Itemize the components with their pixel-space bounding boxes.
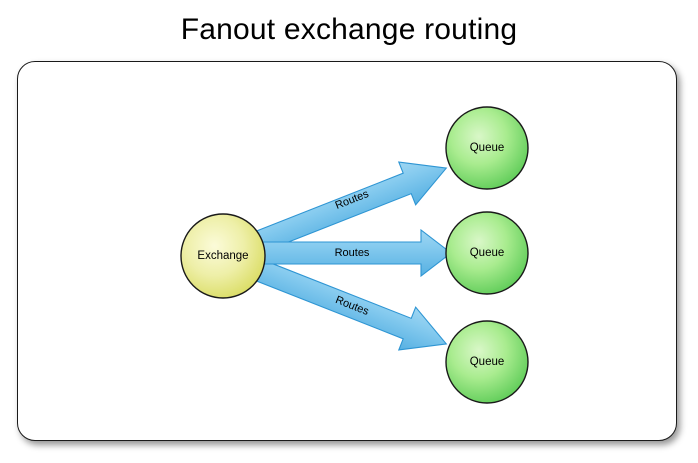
arrow-shape-middle: [260, 228, 452, 278]
page-title: Fanout exchange routing: [180, 13, 518, 46]
queue-top-circle: [445, 106, 529, 190]
queue-bottom-circle: [445, 320, 529, 404]
node-queue-top[interactable]: Queue: [445, 106, 529, 190]
node-queue-middle[interactable]: Queue: [445, 211, 529, 295]
arrow-shape-bottom: [253, 258, 448, 351]
queue-middle-circle: [445, 211, 529, 295]
node-exchange[interactable]: Exchange: [180, 213, 266, 299]
exchange-circle: [180, 213, 266, 299]
node-queue-bottom[interactable]: Queue: [445, 320, 529, 404]
